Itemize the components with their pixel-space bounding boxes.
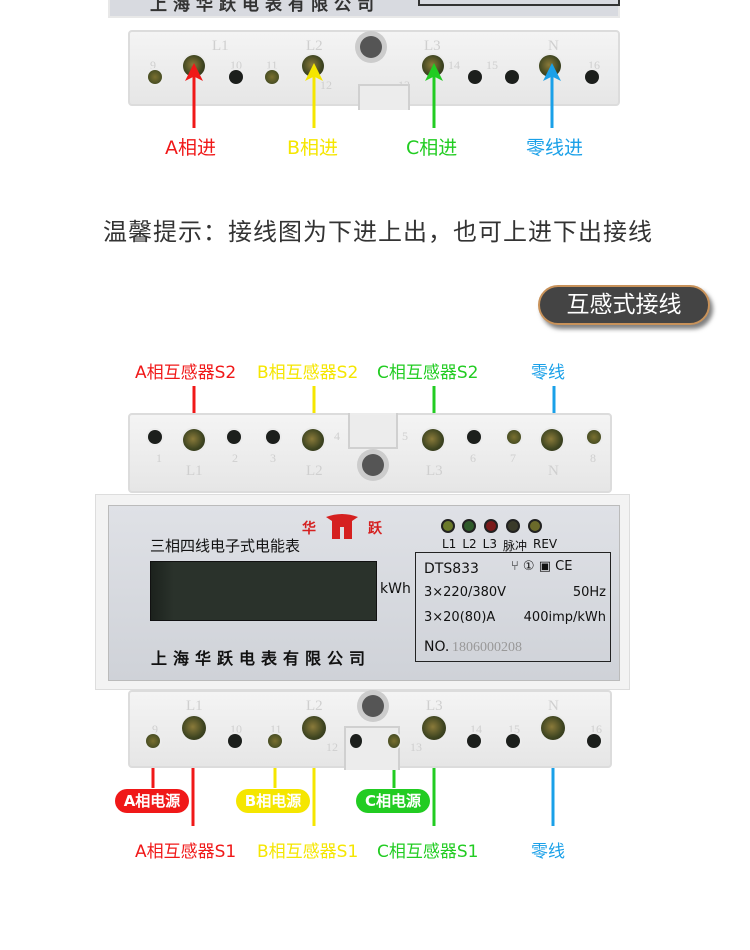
seal-clip — [358, 84, 410, 110]
serial-label: NO. — [424, 639, 450, 655]
top-meter-panel-partial: 上海华跃电表有限公司 — [108, 0, 620, 18]
seal-clip — [344, 726, 400, 770]
seal-knob — [360, 36, 382, 58]
terminal-number: 15 — [486, 58, 498, 72]
led-pulse — [506, 519, 520, 533]
label-b-s1: B相互感器S1 — [257, 842, 359, 862]
led-l2 — [462, 519, 476, 533]
terminal-number: 11 — [270, 722, 282, 736]
wiring-tip: 温馨提示：接线图为下进上出，也可上进下出接线 — [103, 218, 653, 246]
terminal-label: L3 — [426, 463, 443, 479]
terminal-label: N — [548, 698, 559, 714]
terminal-number: 10 — [230, 58, 242, 72]
terminal-number: 12 — [326, 740, 338, 754]
led-label: L1 — [442, 537, 457, 551]
terminal-label: L1 — [212, 38, 229, 54]
lcd-display — [150, 561, 377, 621]
label-n-top: 零线 — [531, 363, 565, 383]
terminal-label: L2 — [306, 38, 323, 54]
label-b-in: B相进 — [287, 137, 339, 159]
seal-clip — [348, 413, 398, 449]
terminal-number: 2 — [232, 451, 238, 465]
ct-top-terminal-block: 1 2 3 4 5 6 7 8 L1 L2 L3 N — [128, 413, 612, 493]
frequency: 50Hz — [572, 585, 606, 600]
terminal-number: 6 — [470, 451, 476, 465]
terminal-number: 11 — [266, 58, 278, 72]
terminal-number: 14 — [448, 58, 460, 72]
rated-voltage: 3×220/380V — [424, 585, 507, 600]
meter-constant: 400imp/kWh — [523, 610, 606, 625]
terminal-number: 9 — [152, 722, 158, 736]
label-c-in: C相进 — [406, 137, 458, 159]
label-a-in: A相进 — [165, 137, 216, 159]
terminal-number: 1 — [156, 451, 162, 465]
label-n-in: 零线进 — [526, 137, 584, 159]
terminal-number: 7 — [510, 451, 516, 465]
label-n-bottom: 零线 — [531, 842, 565, 862]
label-c-s2: C相互感器S2 — [377, 363, 479, 383]
led-labels: L1 L2 L3 脉冲 REV — [442, 537, 557, 554]
led-l3 — [484, 519, 498, 533]
serial-number: 1806000208 — [452, 640, 522, 655]
terminal-label: L2 — [306, 463, 323, 479]
terminal-number: 16 — [588, 58, 600, 72]
terminal-number: 3 — [270, 451, 276, 465]
section-badge: 互感式接线 — [538, 285, 710, 325]
label-c-s1: C相互感器S1 — [377, 842, 479, 862]
led-label: L3 — [482, 537, 497, 551]
terminal-number: 10 — [230, 722, 242, 736]
led-label: 脉冲 — [502, 539, 527, 553]
brand-text-right: 跃 — [368, 521, 382, 537]
terminal-number: 16 — [590, 722, 602, 736]
led-label: REV — [533, 537, 558, 551]
rated-current: 3×20(80)A — [424, 610, 496, 625]
pill-a-power: A相电源 — [115, 789, 189, 813]
terminal-number: 4 — [334, 429, 340, 443]
terminal-label: L3 — [424, 38, 441, 54]
pill-c-power: C相电源 — [356, 789, 430, 813]
terminal-label: L2 — [306, 698, 323, 714]
terminal-label: N — [548, 463, 559, 479]
label-a-s2: A相互感器S2 — [135, 363, 237, 383]
nameplate: DTS833 ⑂ ① ▣ CE 3×220/380V 50Hz 3×20(80)… — [415, 552, 611, 662]
terminal-number: 15 — [508, 722, 520, 736]
terminal-number: 8 — [590, 451, 596, 465]
panel-company-text: 上海华跃电表有限公司 — [150, 0, 380, 15]
label-b-s2: B相互感器S2 — [257, 363, 359, 383]
terminal-label: L1 — [186, 463, 203, 479]
certification-icons: ⑂ ① ▣ CE — [511, 559, 573, 574]
company-name: 上海华跃电表有限公司 — [151, 649, 372, 668]
led-l1 — [441, 519, 455, 533]
meter-title: 三相四线电子式电能表 — [150, 537, 301, 555]
label-a-s1: A相互感器S1 — [135, 842, 237, 862]
terminal-number: 14 — [470, 722, 482, 736]
terminal-label: L3 — [426, 698, 443, 714]
seal-knob — [362, 695, 384, 717]
led-rev — [528, 519, 542, 533]
brand-logo: 华 跃 — [302, 513, 382, 543]
brand-emblem-icon — [326, 514, 358, 539]
terminal-label: N — [548, 38, 559, 54]
seal-knob — [362, 454, 384, 476]
terminal-number: 9 — [150, 58, 156, 72]
terminal-number: 12 — [320, 78, 332, 92]
terminal-number: 13 — [410, 740, 422, 754]
led-label: L2 — [462, 537, 477, 551]
terminal-label: L1 — [186, 698, 203, 714]
model-number: DTS833 — [424, 561, 479, 577]
terminal-number: 5 — [402, 429, 408, 443]
pill-b-power: B相电源 — [236, 789, 310, 813]
unit-label: kWh — [380, 581, 411, 597]
brand-text-left: 华 — [302, 521, 316, 537]
